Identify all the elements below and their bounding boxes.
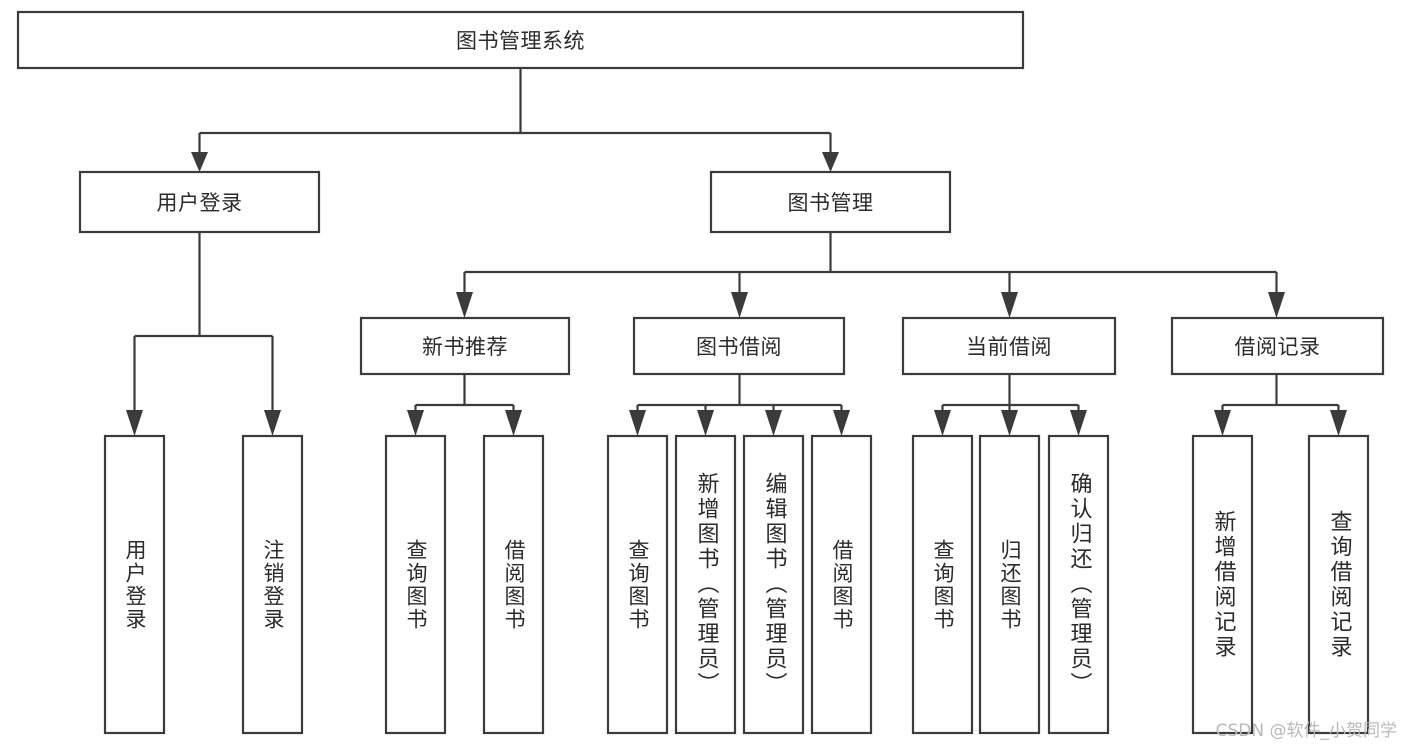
arrowhead-leaf-current-borrow-3 xyxy=(1070,410,1087,436)
leaf-node-box[interactable] xyxy=(482,434,545,735)
level2-node-box-book-manage[interactable] xyxy=(709,170,952,234)
arrowhead-leaf-current-borrow-1 xyxy=(934,410,951,436)
arrowhead-book-manage xyxy=(822,152,839,172)
arrowhead-current-borrow xyxy=(1001,292,1018,318)
arrowhead-borrow-record xyxy=(1268,292,1285,318)
arrowhead-leaf-user-login-2 xyxy=(264,410,281,436)
root-node-box[interactable] xyxy=(16,10,1025,70)
level3-node-box-book-borrow[interactable] xyxy=(632,316,846,376)
leaf-node-box[interactable] xyxy=(1191,434,1254,735)
leaf-node-box[interactable] xyxy=(1047,434,1110,735)
arrowhead-book-borrow xyxy=(731,292,748,318)
arrowhead-leaf-new-book-2 xyxy=(505,410,522,436)
level2-node-box-user-login[interactable] xyxy=(78,170,321,234)
leaf-node-box[interactable] xyxy=(911,434,974,735)
leaf-node-box[interactable] xyxy=(742,434,805,735)
arrowhead-leaf-current-borrow-2 xyxy=(1001,410,1018,436)
arrowhead-leaf-user-login-1 xyxy=(126,410,143,436)
leaf-node-box[interactable] xyxy=(978,434,1041,735)
level3-node-box-borrow-record[interactable] xyxy=(1170,316,1385,376)
arrowhead-leaf-new-book-1 xyxy=(407,410,424,436)
leaf-node-box[interactable] xyxy=(674,434,737,735)
arrowhead-leaf-book-borrow-2 xyxy=(697,410,714,436)
leaf-node-box[interactable] xyxy=(241,434,304,735)
arrowhead-leaf-borrow-record-1 xyxy=(1214,410,1231,436)
leaf-node-box[interactable] xyxy=(606,434,669,735)
arrowhead-leaf-book-borrow-4 xyxy=(833,410,850,436)
leaf-node-box[interactable] xyxy=(810,434,873,735)
level3-node-box-current-borrow[interactable] xyxy=(901,316,1117,376)
arrowhead-leaf-borrow-record-2 xyxy=(1330,410,1347,436)
leaf-node-box[interactable] xyxy=(1307,434,1370,735)
arrowhead-new-book-recommend xyxy=(456,292,473,318)
arrowhead-user-login xyxy=(191,152,208,172)
leaf-node-box[interactable] xyxy=(384,434,447,735)
level3-node-box-new-book-recommend[interactable] xyxy=(359,316,571,376)
arrowhead-leaf-book-borrow-3 xyxy=(765,410,782,436)
leaf-node-box[interactable] xyxy=(103,434,166,735)
arrowhead-leaf-book-borrow-1 xyxy=(629,410,646,436)
